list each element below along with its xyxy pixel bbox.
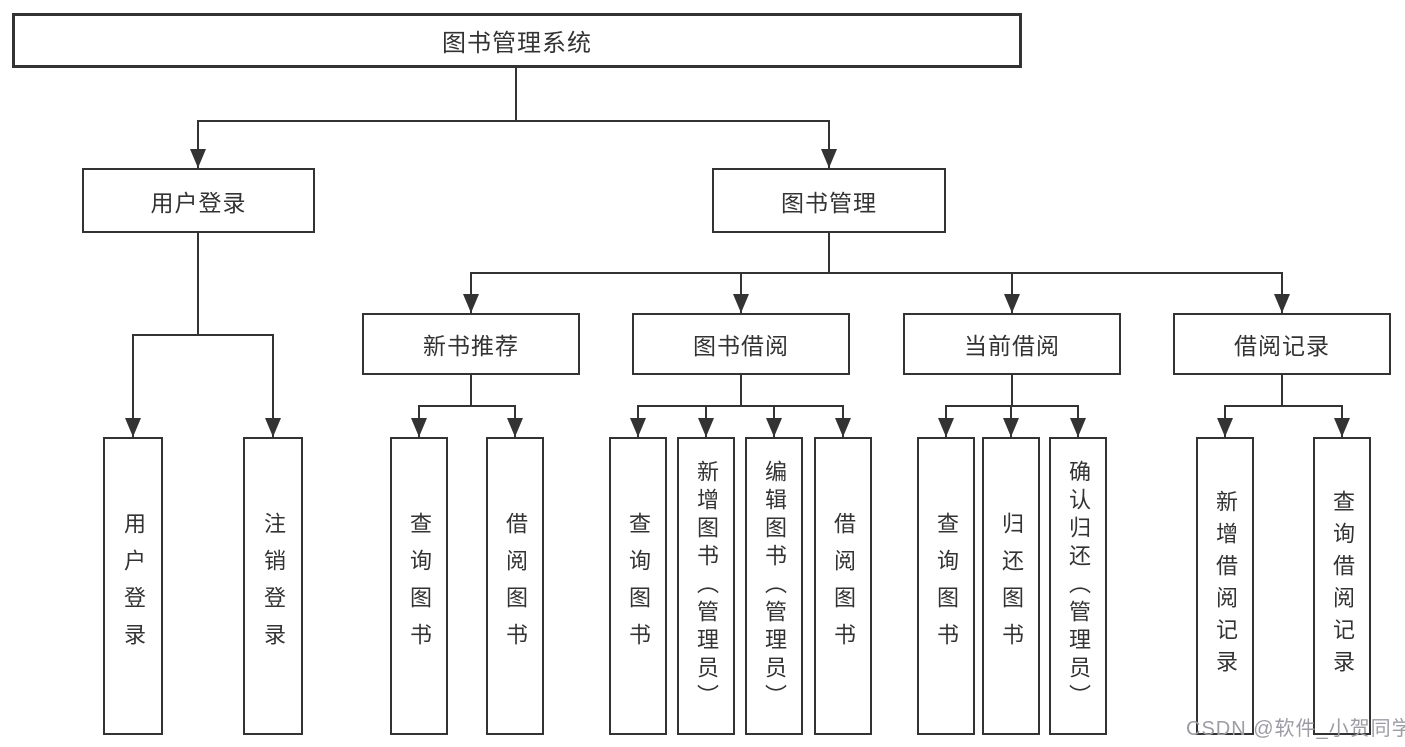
connector-borrow-record-vline xyxy=(1281,375,1283,405)
leaf-cb-query-book: 查询图书 xyxy=(917,437,975,735)
leaf-nbr-borrow-book: 借阅图书 xyxy=(486,437,544,735)
arrow-to-nbr-borrow-icon xyxy=(507,405,523,437)
connector-borrow-record-hline xyxy=(1224,405,1343,407)
leaf-br-add-record: 新增借阅记录 xyxy=(1196,437,1254,735)
leaf-user-login: 用户登录 xyxy=(103,437,163,735)
leaf-bb-borrow-book: 借阅图书 xyxy=(814,437,872,735)
node-user-login-label: 用户登录 xyxy=(150,189,247,216)
leaf-cb-confirm-return-admin-label: 确认归还（管理员） xyxy=(1066,460,1091,712)
leaf-cb-return-book: 归还图书 xyxy=(982,437,1040,735)
csdn-watermark: CSDN @软件_小贺同学 xyxy=(1186,718,1405,740)
leaf-bb-query-book-label: 查询图书 xyxy=(626,512,651,660)
leaf-nbr-query-book: 查询图书 xyxy=(390,437,448,735)
leaf-cb-confirm-return-admin: 确认归还（管理员） xyxy=(1049,437,1107,735)
arrow-to-book-borrow-icon xyxy=(733,272,749,313)
leaf-bb-query-book: 查询图书 xyxy=(609,437,667,735)
leaf-br-query-record: 查询借阅记录 xyxy=(1313,437,1371,735)
leaf-cb-return-book-label: 归还图书 xyxy=(999,512,1024,660)
connector-current-borrow-vline xyxy=(1011,375,1013,405)
arrow-to-book-management-icon xyxy=(821,120,837,168)
node-library-system-label: 图书管理系统 xyxy=(442,30,592,57)
arrow-to-new-book-rec-icon xyxy=(463,272,479,313)
connector-new-book-rec-vline xyxy=(470,375,472,405)
node-book-management-label: 图书管理 xyxy=(781,189,877,216)
leaf-cb-query-book-label: 查询图书 xyxy=(934,512,959,660)
node-current-borrow-label: 当前借阅 xyxy=(964,333,1060,359)
leaf-bb-add-book-admin-label: 新增图书（管理员） xyxy=(694,460,719,712)
node-borrow-record-label: 借阅记录 xyxy=(1234,333,1330,359)
arrow-to-current-borrow-icon xyxy=(1004,272,1020,313)
connector-level3-hline xyxy=(470,272,1282,274)
connector-new-book-rec-hline xyxy=(418,405,516,407)
arrow-to-user-login-icon xyxy=(190,120,206,168)
node-borrow-record: 借阅记录 xyxy=(1173,313,1391,375)
node-new-book-rec: 新书推荐 xyxy=(362,313,580,375)
leaf-nbr-borrow-book-label: 借阅图书 xyxy=(503,512,528,660)
connector-level2-hline xyxy=(197,120,830,122)
leaf-nbr-query-book-label: 查询图书 xyxy=(407,512,432,660)
arrow-to-leaf-logout-icon xyxy=(265,334,281,437)
leaf-br-query-record-label: 查询借阅记录 xyxy=(1330,490,1355,682)
node-user-login: 用户登录 xyxy=(82,168,315,233)
arrow-to-leaf-user-login-icon xyxy=(125,334,141,437)
connector-user-login-vline xyxy=(197,233,199,334)
arrow-to-nbr-query-icon xyxy=(411,405,427,437)
connector-current-borrow-hline xyxy=(945,405,1079,407)
arrow-to-bb-borrow-icon xyxy=(835,405,851,437)
connector-book-borrow-vline xyxy=(740,375,742,405)
connector-user-login-hline xyxy=(132,334,274,336)
arrow-to-bb-add-icon xyxy=(698,405,714,437)
arrow-to-br-add-icon xyxy=(1217,405,1233,437)
arrow-to-bb-query-icon xyxy=(630,405,646,437)
arrow-to-br-query-icon xyxy=(1334,405,1350,437)
arrow-to-cb-query-icon xyxy=(938,405,954,437)
connector-book-management-vline xyxy=(828,233,830,272)
arrow-to-cb-confirm-icon xyxy=(1070,405,1086,437)
node-current-borrow: 当前借阅 xyxy=(903,313,1121,375)
leaf-bb-edit-book-admin: 编辑图书（管理员） xyxy=(745,437,803,735)
leaf-bb-add-book-admin: 新增图书（管理员） xyxy=(677,437,735,735)
node-book-borrow: 图书借阅 xyxy=(632,313,850,375)
leaf-br-add-record-label: 新增借阅记录 xyxy=(1213,490,1238,682)
node-book-borrow-label: 图书借阅 xyxy=(693,333,789,359)
leaf-bb-borrow-book-label: 借阅图书 xyxy=(831,512,856,660)
node-library-system: 图书管理系统 xyxy=(12,13,1022,68)
arrow-to-borrow-record-icon xyxy=(1274,272,1290,313)
leaf-logout: 注销登录 xyxy=(243,437,303,735)
leaf-bb-edit-book-admin-label: 编辑图书（管理员） xyxy=(762,460,787,712)
arrow-to-cb-return-icon xyxy=(1003,405,1019,437)
leaf-user-login-label: 用户登录 xyxy=(121,512,146,660)
connector-root-vline xyxy=(515,68,517,120)
node-book-management: 图书管理 xyxy=(712,168,946,233)
connector-book-borrow-hline xyxy=(637,405,844,407)
arrow-to-bb-edit-icon xyxy=(766,405,782,437)
leaf-logout-label: 注销登录 xyxy=(261,512,286,660)
node-new-book-rec-label: 新书推荐 xyxy=(423,333,519,359)
